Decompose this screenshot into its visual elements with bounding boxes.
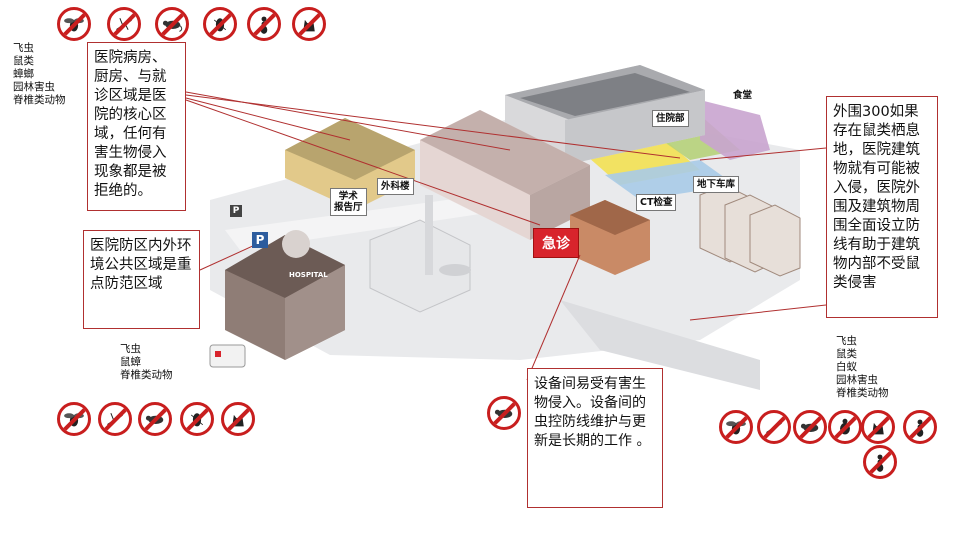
academic-label-line1: 学术 xyxy=(338,191,358,202)
outer-perimeter-callout: 外围300如果存在鼠类栖息地，医院建筑物就有可能被入侵，医院外围及建筑物周围全面… xyxy=(826,96,938,318)
no-beetle-icon xyxy=(828,410,862,444)
pest-item: 脊椎类动物 xyxy=(120,369,173,381)
no-cat-icon xyxy=(221,402,255,436)
pest-item: 脊椎类动物 xyxy=(13,94,66,106)
no-mosquito-icon xyxy=(107,7,141,41)
no-mosquito-icon xyxy=(757,410,791,444)
parking-sign-1: P xyxy=(230,205,242,217)
pest-item: 鼠蟑 xyxy=(120,356,141,368)
parking-sign-2: P xyxy=(252,232,268,248)
core-area-callout: 医院病房、厨房、与就诊区域是医院的核心区域，任何有害生物侵入现象都是被拒绝的。 xyxy=(87,42,186,211)
hospital-sign: HOSPITAL xyxy=(289,271,328,279)
pest-item: 白蚁 xyxy=(836,361,857,373)
pest-item: 飞虫 xyxy=(13,42,34,54)
no-cockroach-icon xyxy=(180,402,214,436)
no-fly-icon xyxy=(57,7,91,41)
no-ant-icon xyxy=(903,410,937,444)
pest-item: 蟑螂 xyxy=(13,68,34,80)
pest-item: 鼠类 xyxy=(13,55,34,67)
no-cockroach-icon xyxy=(203,7,237,41)
no-ant-icon xyxy=(863,445,897,479)
inpatient-label: 住院部 xyxy=(652,110,689,127)
academic-hall-label: 学术 报告厅 xyxy=(330,188,367,216)
pest-item: 飞虫 xyxy=(836,335,857,347)
no-fly-icon xyxy=(57,402,91,436)
no-cat-icon xyxy=(861,410,895,444)
pest-item: 园林害虫 xyxy=(13,81,55,93)
canteen-label: 食堂 xyxy=(733,90,753,101)
ct-label: CT检查 xyxy=(636,194,677,211)
pest-list-right: 飞虫 鼠类 白蚁 园林害虫 脊椎类动物 xyxy=(836,335,889,400)
no-rat-icon xyxy=(487,396,521,430)
emergency-sign: 急诊 xyxy=(533,228,579,258)
academic-label-line2: 报告厅 xyxy=(334,202,363,213)
no-cat-icon xyxy=(292,7,326,41)
pest-list-middle-left: 飞虫 鼠蟑 脊椎类动物 xyxy=(120,343,173,382)
public-area-callout: 医院防区内外环境公共区域是重点防范区域 xyxy=(83,230,200,329)
no-mosquito-icon xyxy=(98,402,132,436)
no-fly-icon xyxy=(719,410,753,444)
no-rat-icon xyxy=(155,7,189,41)
no-rat-icon xyxy=(793,410,827,444)
pest-item: 园林害虫 xyxy=(836,374,878,386)
equipment-room-callout: 设备间易受有害生物侵入。设备间的虫控防线维护与更新是长期的工作 。 xyxy=(527,368,663,508)
parking-label: 地下车库 xyxy=(693,176,740,193)
pest-item: 飞虫 xyxy=(120,343,141,355)
no-ant-icon xyxy=(247,7,281,41)
no-rat-icon xyxy=(138,402,172,436)
pest-item: 脊椎类动物 xyxy=(836,387,889,399)
pest-list-top-left: 飞虫 鼠类 蟑螂 园林害虫 脊椎类动物 xyxy=(13,42,66,107)
pest-item: 鼠类 xyxy=(836,348,857,360)
surgery-building-label: 外科楼 xyxy=(377,178,414,195)
